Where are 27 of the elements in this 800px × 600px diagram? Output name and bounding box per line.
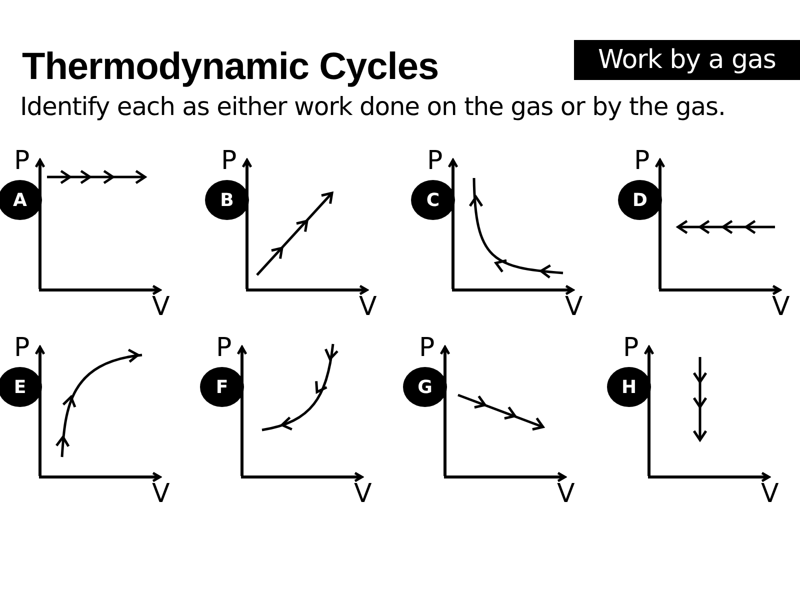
- letter-circle: G: [403, 367, 447, 407]
- letter-circle: F: [200, 367, 244, 407]
- axis-label: P: [634, 148, 650, 174]
- axis-label: V: [354, 481, 372, 507]
- axis-label: P: [427, 148, 443, 174]
- axis-label: V: [761, 481, 779, 507]
- axis-label: V: [565, 294, 583, 320]
- axis-label: V: [152, 481, 170, 507]
- letter-circle: H: [607, 367, 651, 407]
- axis-label: P: [14, 335, 30, 361]
- letter-circle: B: [205, 180, 249, 220]
- letter-circle: A: [0, 180, 42, 220]
- axis-label: P: [623, 335, 639, 361]
- axis-label: P: [14, 148, 30, 174]
- letter-circle: E: [0, 367, 42, 407]
- axis-label: P: [216, 335, 232, 361]
- axis-label: V: [772, 294, 790, 320]
- letter-circle: D: [618, 180, 662, 220]
- axis-label: V: [359, 294, 377, 320]
- letter-circle: C: [411, 180, 455, 220]
- axis-label: V: [152, 294, 170, 320]
- title: Thermodynamic Cycles: [22, 46, 439, 89]
- axis-label: V: [557, 481, 575, 507]
- axis-label: P: [221, 148, 237, 174]
- axis-label: P: [419, 335, 435, 361]
- instruction-text: Identify each as either work done on the gas or by the gas.: [20, 92, 726, 121]
- heading-box: Work by a gas: [574, 40, 800, 80]
